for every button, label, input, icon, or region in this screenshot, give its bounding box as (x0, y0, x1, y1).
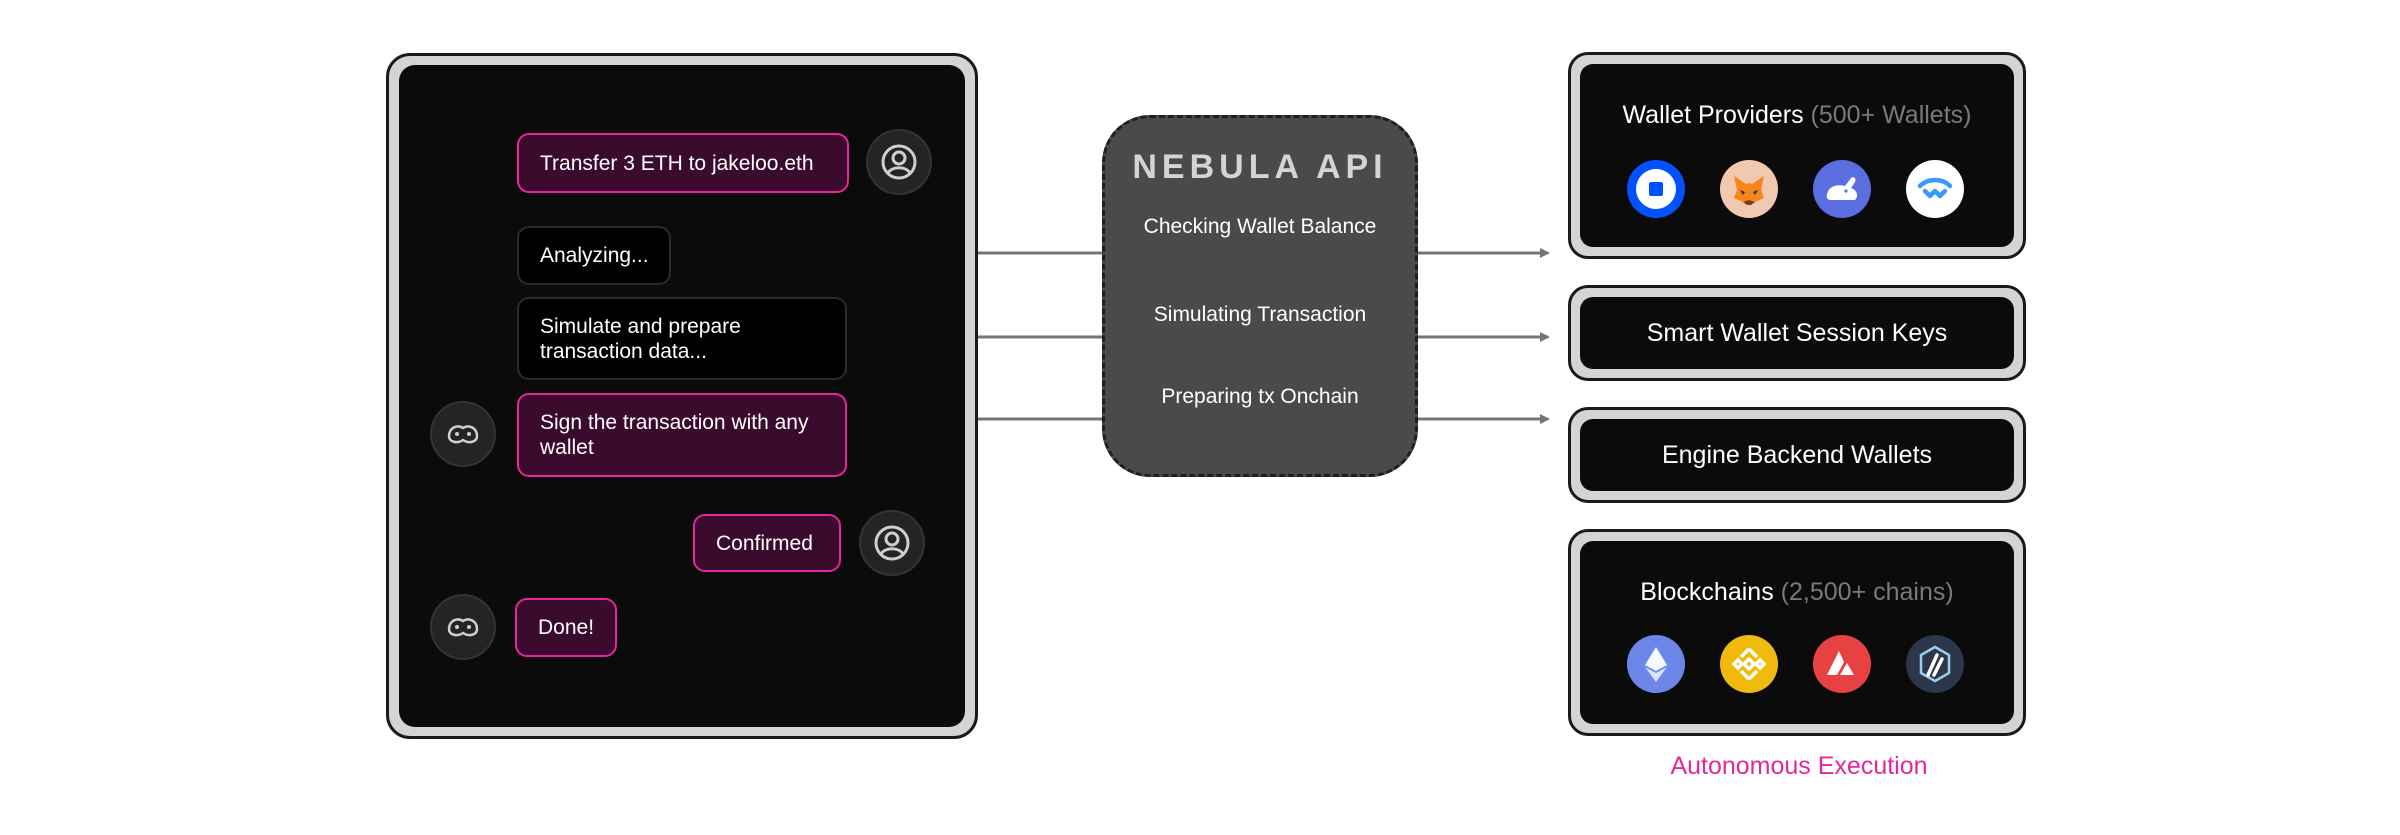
avalanche-icon (1813, 635, 1871, 693)
wallet-providers-label: Wallet Providers (1622, 101, 1804, 129)
wallet-providers-card-inner (1580, 64, 2014, 247)
engine-wallets-title: Engine Backend Wallets (1661, 441, 1933, 469)
chat-message-bot-analyzing: Analyzing... (517, 226, 671, 285)
arbitrum-icon (1906, 635, 1964, 693)
session-keys-title: Smart Wallet Session Keys (1646, 319, 1948, 347)
blockchains-count: (2,500+ chains) (1780, 578, 1954, 606)
chat-message-bot-sign: Sign the transaction with any wallet (517, 393, 847, 477)
message-text: Done! (538, 616, 595, 639)
wallet-providers-title: Wallet Providers (500+ Wallets) (1580, 101, 2014, 130)
chat-message-user-confirmed: Confirmed (693, 514, 841, 572)
api-step-preparing: Preparing tx Onchain (1161, 385, 1359, 408)
nebula-api-box (1102, 115, 1418, 477)
user-avatar (866, 129, 932, 195)
session-keys-card-inner (1580, 297, 2014, 369)
message-text: Simulate and prepare transaction data... (540, 314, 741, 363)
message-text: Confirmed (716, 531, 813, 555)
ethereum-icon (1627, 635, 1685, 693)
bot-icon (447, 618, 479, 637)
bnb-chain-icon (1720, 635, 1778, 693)
user-avatar-2 (859, 510, 925, 576)
bot-avatar (430, 401, 496, 467)
coinbase-wallet-icon (1627, 160, 1685, 218)
metamask-icon (1720, 160, 1778, 218)
chat-message-bot-simulate: Simulate and prepare transaction data... (517, 297, 847, 380)
chat-message-bot-done: Done! (515, 598, 617, 657)
chat-message-user-transfer: Transfer 3 ETH to jakeloo.eth (517, 133, 849, 193)
blockchains-title: Blockchains (2,500+ chains) (1580, 578, 2014, 607)
api-step-balance: Checking Wallet Balance (1143, 215, 1377, 238)
bot-avatar-2 (430, 594, 496, 660)
api-step-simulating: Simulating Transaction (1153, 303, 1367, 326)
wallet-providers-count: (500+ Wallets) (1810, 101, 1972, 129)
user-icon (874, 525, 910, 561)
message-text: Transfer 3 ETH to jakeloo.eth (540, 151, 814, 175)
api-title: NEBULA API (1132, 148, 1388, 186)
blockchains-card-inner (1580, 541, 2014, 724)
message-text: Analyzing... (540, 244, 649, 267)
autonomous-execution-label: Autonomous Execution (1670, 752, 1928, 780)
message-text: Sign the transaction with any wallet (540, 411, 809, 459)
engine-wallets-card-inner (1580, 419, 2014, 491)
bot-icon (447, 425, 479, 444)
walletconnect-icon (1906, 160, 1964, 218)
rainbow-wallet-icon (1813, 160, 1871, 218)
user-icon (881, 144, 917, 180)
blockchains-label: Blockchains (1640, 578, 1774, 606)
